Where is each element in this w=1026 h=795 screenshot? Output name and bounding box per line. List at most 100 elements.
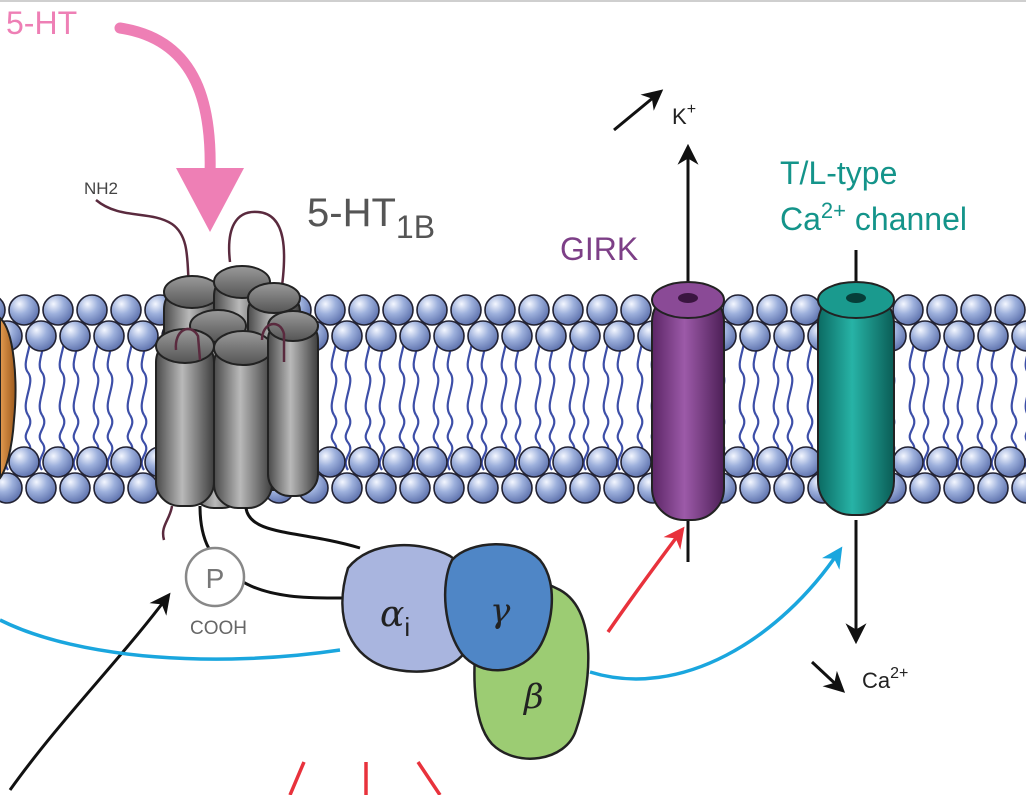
lipid-head: [892, 294, 924, 326]
lipid-head: [399, 472, 431, 504]
ca-channel-ca: Ca: [780, 201, 821, 237]
lipid-head: [739, 320, 771, 352]
alpha-subscript: i: [404, 612, 410, 642]
lipid-head: [518, 294, 550, 326]
lipid-head: [722, 294, 754, 326]
lipid-head: [416, 446, 448, 478]
lipid-head: [416, 294, 448, 326]
lipid-head: [8, 294, 40, 326]
alpha-label: αi: [380, 594, 410, 642]
receptor-5ht1b: [95, 199, 361, 600]
lipid-head: [773, 472, 805, 504]
lipid-head: [484, 446, 516, 478]
lipid-head: [1011, 320, 1026, 352]
lipid-tail: [106, 414, 114, 471]
lipid-head: [76, 294, 108, 326]
lipid-head: [59, 472, 91, 504]
lipid-tail: [548, 414, 556, 471]
receptor-label-sub: 1B: [396, 209, 435, 245]
receptor-label: 5-HT1B: [307, 191, 435, 245]
ca-ion-charge: 2+: [890, 665, 908, 682]
lipid-head: [960, 446, 992, 478]
lipid-head: [42, 294, 74, 326]
lipid-head: [42, 446, 74, 478]
extracellular-loop: [227, 210, 286, 301]
k-ion-charge: +: [687, 101, 696, 118]
lipid-head: [348, 446, 380, 478]
ca-channel: [817, 250, 895, 645]
lipid-tail: [990, 414, 998, 471]
lipid-head: [926, 446, 958, 478]
lipid-head: [25, 472, 57, 504]
kinase-arrow: [8, 592, 171, 791]
lipid-head: [484, 294, 516, 326]
lipid-tail: [38, 414, 46, 471]
lipid-head: [756, 446, 788, 478]
lipid-head: [943, 472, 975, 504]
k-diagonal-arrow: [613, 89, 664, 132]
lipid-head: [773, 320, 805, 352]
lipid-head: [756, 294, 788, 326]
lipid-head: [127, 472, 159, 504]
lipid-tail: [956, 414, 964, 471]
lipid-head: [314, 294, 346, 326]
g-protein: αi γ β: [341, 543, 590, 760]
lipid-head: [535, 472, 567, 504]
alpha-symbol: α: [380, 594, 404, 635]
lipid-head: [501, 320, 533, 352]
lipid-head: [450, 446, 482, 478]
lipid-head: [348, 294, 380, 326]
lipid-tail: [922, 414, 930, 471]
girk-channel: [651, 143, 725, 562]
red-activation-arrow: [606, 526, 685, 633]
left-protein-fragment: [0, 316, 17, 480]
lipid-head: [433, 472, 465, 504]
lipid-head: [110, 446, 142, 478]
lipid-tail: [752, 414, 760, 471]
cyan-signal-left: [0, 618, 341, 661]
lipid-head: [467, 320, 499, 352]
intracellular-loop: [244, 507, 361, 550]
lipid-head: [569, 320, 601, 352]
lipid-head: [450, 294, 482, 326]
ca-ion-label: Ca2+: [862, 665, 908, 693]
lipid-head: [586, 294, 618, 326]
gamma-label: γ: [490, 591, 511, 631]
lipid-head: [586, 446, 618, 478]
lipid-head: [926, 294, 958, 326]
lipid-head: [535, 320, 567, 352]
lipid-head: [399, 320, 431, 352]
k-ion-label: K+: [672, 101, 696, 129]
phosphate-group: P: [184, 546, 246, 608]
lipid-head: [110, 294, 142, 326]
phospho-label: P: [206, 563, 225, 594]
lipid-head: [603, 472, 635, 504]
receptor-label-main: 5-HT: [307, 191, 396, 235]
lipid-head: [790, 446, 822, 478]
lipid-head: [8, 446, 40, 478]
lipid-head: [620, 446, 652, 478]
ligand-arrow: [114, 22, 244, 232]
lipid-head: [365, 320, 397, 352]
lipid-head: [0, 472, 23, 504]
lipid-tail: [378, 414, 386, 471]
lipid-tail: [140, 414, 148, 471]
lipid-head: [501, 472, 533, 504]
lipid-tail: [582, 414, 590, 471]
lipid-head: [365, 472, 397, 504]
lipid-head: [314, 446, 346, 478]
lipid-head: [994, 294, 1026, 326]
lipid-head: [739, 472, 771, 504]
lipid-head: [909, 320, 941, 352]
ca-channel-word: channel: [846, 201, 967, 237]
lipid-head: [382, 446, 414, 478]
lipid-head: [960, 294, 992, 326]
ca-channel-label-line2: Ca2+ channel: [780, 198, 967, 237]
cyan-signal-right: [589, 546, 843, 681]
lipid-head: [93, 320, 125, 352]
red-effector-lines: [288, 761, 442, 795]
lipid-head: [331, 320, 363, 352]
lipid-head: [603, 320, 635, 352]
lipid-head: [909, 472, 941, 504]
lipid-tail: [616, 414, 624, 471]
